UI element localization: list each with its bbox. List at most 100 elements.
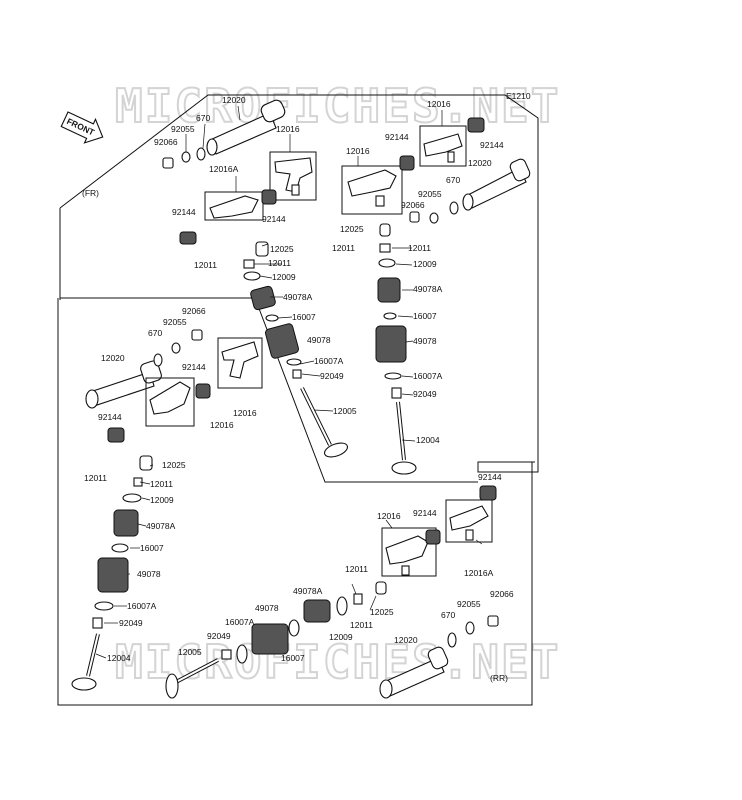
leader-lines [95, 105, 483, 659]
part-label: 12011 [408, 243, 431, 253]
part-label: 16007A [127, 601, 157, 611]
oring-part [153, 353, 163, 367]
rocker-arm-part [209, 195, 259, 219]
spring-part [195, 383, 211, 399]
part-label: 92144 [480, 140, 504, 150]
lifter-part [379, 223, 391, 237]
part-label: 16007 [140, 543, 164, 553]
seat-part [94, 601, 114, 611]
part-label: 12020 [468, 158, 492, 168]
part-label: 12009 [150, 495, 174, 505]
cap-part [409, 211, 420, 223]
valve-spring-part [303, 599, 331, 623]
part-label: 670 [148, 328, 162, 338]
cap-part [487, 615, 499, 627]
front-arrow-icon: FRONT [60, 111, 104, 144]
valve-spring-part [97, 557, 129, 593]
valve-part [300, 387, 349, 458]
part-label: 670 [196, 113, 210, 123]
valve-spring-part [250, 285, 276, 311]
part-label: 92055 [457, 599, 481, 609]
rocker-arm-part [347, 169, 397, 197]
part-label: 12016 [233, 408, 257, 418]
rocker-box [419, 125, 467, 167]
oring-part [196, 147, 206, 161]
seat-part [383, 312, 397, 320]
diagram-code: E1210 [506, 91, 531, 101]
spring-part [399, 155, 415, 171]
part-label: 12016 [346, 146, 370, 156]
seal-part [221, 649, 232, 660]
part-label: 12016 [210, 420, 234, 430]
part-label: 12009 [272, 272, 296, 282]
rocker-box [381, 527, 437, 577]
seat-part [236, 644, 248, 664]
cap-part [191, 329, 203, 341]
part-label: 16007A [225, 617, 255, 627]
spring-part [467, 117, 485, 133]
part-labels: 12020 670 92055 92066 12016 12016A 92144… [84, 95, 514, 663]
part-label: 12025 [370, 607, 394, 617]
part-label: 92049 [413, 389, 437, 399]
section-rear-label: (RR) [490, 673, 508, 683]
rocker-shaft-part [462, 158, 531, 211]
valve-spring-part [113, 509, 139, 537]
valve-part [391, 401, 417, 475]
part-label: 16007 [292, 312, 316, 322]
lifter-part [255, 241, 269, 257]
rocker-box [269, 151, 317, 201]
part-label: 92144 [182, 362, 206, 372]
part-label: 49078A [283, 292, 313, 302]
part-label: 12020 [101, 353, 125, 363]
oring-part [449, 201, 459, 215]
seat-part [111, 543, 129, 553]
section-frames [57, 94, 539, 706]
part-label: 92055 [163, 317, 187, 327]
part-label: 92066 [490, 589, 514, 599]
seal-part [292, 369, 302, 379]
part-label: 12011 [345, 564, 368, 574]
spring-part [479, 485, 497, 501]
part-label: 12011 [268, 258, 291, 268]
valve-spring-part [377, 277, 401, 303]
part-label: 92055 [171, 124, 195, 134]
part-label: 49078 [137, 569, 161, 579]
part-label: 16007A [413, 371, 443, 381]
valve-part [71, 633, 100, 691]
part-label: 92049 [207, 631, 231, 641]
spring-part [425, 529, 441, 545]
part-label: 670 [446, 175, 460, 185]
rocker-arm-part [423, 133, 463, 157]
part-label: 49078 [307, 335, 331, 345]
part-label: 16007 [413, 311, 437, 321]
part-label: 12005 [333, 406, 357, 416]
part-label: 12016 [276, 124, 300, 134]
section-front-label: (FR) [82, 188, 99, 198]
spring-part [107, 427, 125, 443]
seal-part [391, 387, 402, 399]
lifter-part [375, 581, 387, 595]
rocker-box [217, 337, 263, 389]
part-label: 12009 [329, 632, 353, 642]
part-label: 12005 [178, 647, 202, 657]
watermark-bottom: MICROFICHES.NET [115, 635, 560, 689]
rocker-box [445, 499, 493, 543]
key-part [133, 477, 143, 487]
part-label: 12009 [413, 259, 437, 269]
part-label: 12016 [377, 511, 401, 521]
key-part [243, 259, 255, 269]
part-label: 12011 [350, 620, 373, 630]
part-label: 12004 [107, 653, 131, 663]
part-label: 92144 [413, 508, 437, 518]
part-label: 49078A [293, 586, 323, 596]
oring-part [447, 632, 457, 648]
rocker-shaft-part [85, 360, 162, 409]
part-label: 92144 [478, 472, 502, 482]
seat-part [265, 314, 279, 322]
watermark-top: MICROFICHES.NET [115, 79, 560, 133]
retainer-part [122, 493, 142, 503]
part-label: 12016 [427, 99, 451, 109]
part-label: 92066 [401, 200, 425, 210]
seal-part [92, 617, 103, 629]
part-label: 16007A [314, 356, 344, 366]
